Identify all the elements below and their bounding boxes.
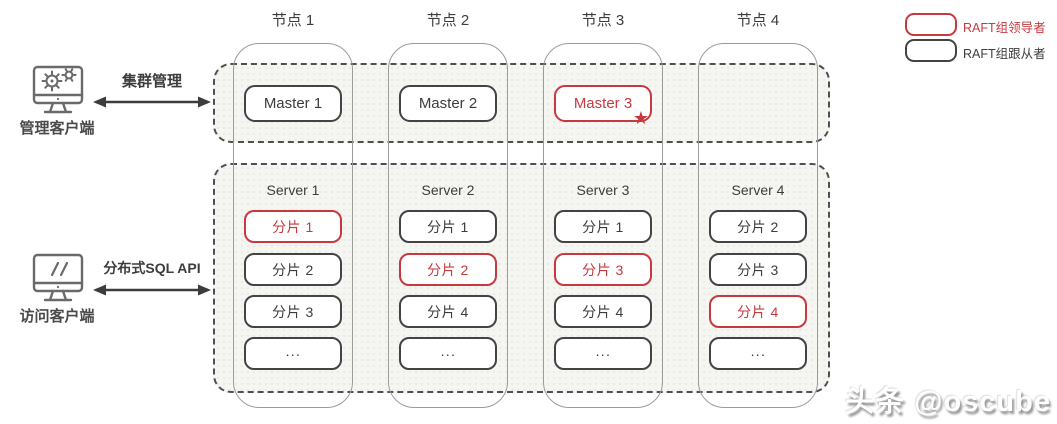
gear-monitor-icon <box>30 64 86 123</box>
node-column-1 <box>233 43 353 408</box>
admin-client-label: 管理客户端 <box>19 120 95 137</box>
shard-box: 分片 4 <box>554 295 652 328</box>
shard-box: 分片 3 <box>554 253 652 286</box>
raft-follower-swatch <box>905 39 957 62</box>
watermark: 头条 @oscube <box>845 386 1051 418</box>
cluster-management-arrow-label: 集群管理 <box>121 73 182 90</box>
access-client-label: 访问客户端 <box>19 308 95 325</box>
node-label: 节点 2 <box>426 12 470 29</box>
distributed-sql-api-arrow <box>93 282 211 298</box>
raft-leader-swatch <box>905 13 957 36</box>
shard-ellipsis-box: ··· <box>554 337 652 370</box>
server-title: Server 4 <box>731 182 785 198</box>
master-box: Master 2 ★ <box>399 85 497 122</box>
node-column-3 <box>543 43 663 408</box>
node-column-4 <box>698 43 818 408</box>
node-label: 节点 1 <box>271 12 315 29</box>
master-label: Master 2 <box>418 95 478 112</box>
shard-box: 分片 1 <box>244 210 342 243</box>
shard-box: 分片 2 <box>399 253 497 286</box>
masters-group-box <box>213 63 830 143</box>
distributed-sql-api-arrow-label: 分布式SQL API <box>103 260 201 276</box>
master-label: Master 3 <box>573 95 633 112</box>
master-box: Master 3 ★ <box>554 85 652 127</box>
shard-box: 分片 2 <box>709 210 807 243</box>
shard-box: 分片 1 <box>554 210 652 243</box>
raft-leader-label: RAFT组领导者 <box>963 21 1046 35</box>
shard-box: 分片 2 <box>244 253 342 286</box>
raft-follower-label: RAFT组跟从者 <box>963 47 1046 61</box>
server-title: Server 3 <box>576 182 630 198</box>
shard-ellipsis-box: ··· <box>244 337 342 370</box>
master-box: Master 1 ★ <box>244 85 342 122</box>
server-title: Server 2 <box>421 182 475 198</box>
shard-box: 分片 1 <box>399 210 497 243</box>
shard-box: 分片 3 <box>244 295 342 328</box>
master-label: Master 1 <box>263 95 323 112</box>
shard-ellipsis-box: ··· <box>709 337 807 370</box>
leader-star-icon: ★ <box>632 108 649 128</box>
shard-box: 分片 3 <box>709 253 807 286</box>
node-label: 节点 4 <box>736 12 780 29</box>
cluster-management-arrow <box>93 94 211 110</box>
node-column-2 <box>388 43 508 408</box>
shard-ellipsis-box: ··· <box>399 337 497 370</box>
code-monitor-icon <box>30 252 86 311</box>
server-title: Server 1 <box>266 182 320 198</box>
node-label: 节点 3 <box>581 12 625 29</box>
shard-box: 分片 4 <box>399 295 497 328</box>
shard-box: 分片 4 <box>709 295 807 328</box>
